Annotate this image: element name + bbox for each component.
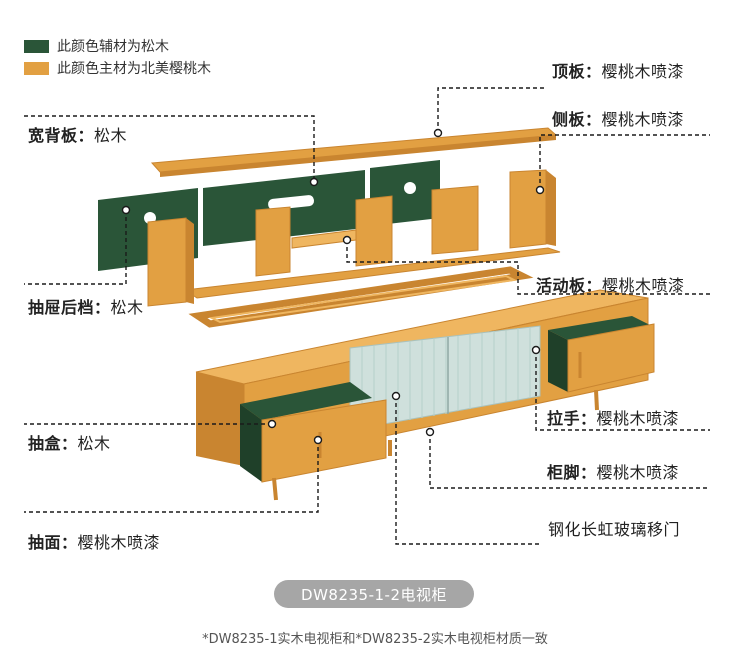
callout-material: 樱桃木喷漆 bbox=[596, 463, 680, 482]
carcass-divider bbox=[355, 195, 393, 267]
right-drawer-side bbox=[548, 330, 568, 392]
exploded-view-diagram bbox=[24, 87, 710, 545]
callout-drawer-face: 抽面：樱桃木喷漆 bbox=[28, 529, 160, 553]
cabinet-leg bbox=[272, 477, 278, 501]
callout-material: 樱桃木喷漆 bbox=[601, 62, 685, 81]
base-frame bbox=[188, 266, 534, 328]
right-drawer-box bbox=[548, 316, 652, 340]
callout-material: 松木 bbox=[110, 298, 144, 317]
top-panel bbox=[150, 127, 558, 173]
carcass-divider bbox=[431, 185, 479, 255]
cabinet-leg bbox=[594, 389, 599, 411]
callout-handle: 拉手：樱桃木喷漆 bbox=[547, 405, 679, 429]
carcass-right-side-front bbox=[546, 170, 556, 246]
glass-ribs bbox=[361, 327, 531, 428]
carcass-left-side bbox=[147, 217, 187, 307]
cabinet-left-end bbox=[196, 372, 244, 466]
callout-material: 松木 bbox=[94, 126, 128, 145]
carcass-divider bbox=[255, 206, 291, 277]
legend-item-main: 此颜色主材为北美樱桃木 bbox=[24, 58, 211, 78]
callout-top-panel: 顶板：樱桃木喷漆 bbox=[552, 58, 684, 82]
callout-material: 松木 bbox=[77, 434, 111, 453]
callout-shelf: 活动板：樱桃木喷漆 bbox=[536, 272, 685, 296]
callout-part: 抽盒： bbox=[28, 434, 78, 453]
legend-text: 此颜色主材为北美樱桃木 bbox=[57, 61, 211, 77]
legend-text: 此颜色辅材为松木 bbox=[57, 39, 169, 55]
model-badge: DW8235-1-2电视柜 bbox=[274, 580, 474, 608]
leader-dots bbox=[121, 128, 545, 445]
back-panel-hole bbox=[404, 182, 416, 194]
callout-part: 活动板： bbox=[536, 276, 603, 295]
legend-swatch-green bbox=[24, 39, 49, 53]
callout-part: 抽面： bbox=[28, 533, 78, 552]
footnote: *DW8235-1实木电视柜和*DW8235-2实木电视柜材质一致 bbox=[202, 632, 548, 647]
callout-glass-door: 钢化长虹玻璃移门 bbox=[548, 516, 680, 540]
right-drawer-face bbox=[567, 323, 655, 393]
callout-part: 顶板： bbox=[552, 62, 602, 81]
left-drawer-face bbox=[261, 399, 387, 483]
callout-drawer-back: 抽屉后档：松木 bbox=[28, 294, 144, 318]
callout-leg: 柜脚：樱桃木喷漆 bbox=[547, 459, 679, 483]
callout-material: 樱桃木喷漆 bbox=[602, 276, 685, 295]
callout-material: 樱桃木喷漆 bbox=[596, 409, 680, 428]
legend-item-auxiliary: 此颜色辅材为松木 bbox=[24, 36, 169, 56]
callout-material: 钢化长虹玻璃移门 bbox=[548, 520, 681, 539]
callout-part: 柜脚： bbox=[547, 463, 597, 482]
callout-drawer-box: 抽盒：松木 bbox=[28, 430, 111, 454]
carcass-left-side-front bbox=[186, 218, 194, 304]
callout-material: 樱桃木喷漆 bbox=[77, 533, 161, 552]
callout-part: 抽屉后档： bbox=[28, 298, 111, 317]
left-drawer-box bbox=[240, 382, 372, 420]
callout-material: 樱桃木喷漆 bbox=[601, 110, 685, 129]
callout-side-panel: 侧板：樱桃木喷漆 bbox=[552, 106, 684, 130]
top-panel-edge bbox=[160, 135, 556, 177]
callout-part: 宽背板： bbox=[28, 126, 95, 145]
callout-part: 侧板： bbox=[552, 110, 602, 129]
legend-swatch-orange bbox=[24, 61, 49, 75]
leader-lines bbox=[24, 87, 710, 545]
callout-part: 拉手： bbox=[547, 409, 597, 428]
back-panel-slot bbox=[268, 195, 315, 210]
callout-back-panel: 宽背板：松木 bbox=[28, 122, 127, 146]
base-frame-inner bbox=[208, 274, 518, 324]
